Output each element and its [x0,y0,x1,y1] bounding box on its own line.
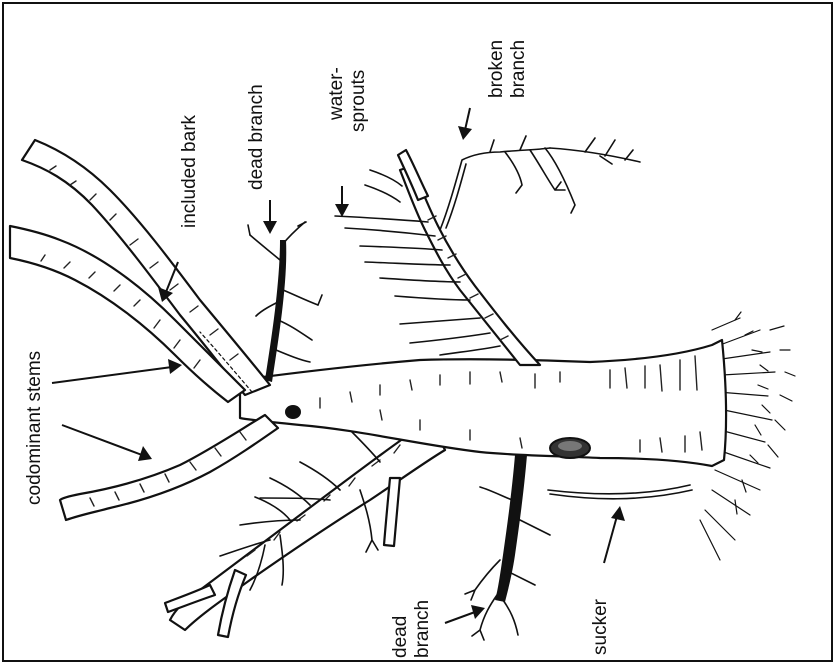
label-water-sprouts-1: water- [326,67,347,121]
dead-branch-top [248,222,322,382]
arrow-dead-branch-bottom [445,612,475,623]
label-water-sprouts-2: sprouts [348,70,369,132]
main-trunk [240,340,726,466]
trunk-knot [285,405,301,419]
label-dead-branch-bottom-1: dead [390,616,411,658]
label-broken-branch-1: broken [486,40,507,98]
arrow-broken-branch [465,108,470,130]
arrow-sucker [604,516,617,563]
sucker [548,485,692,499]
arrow-codominant-upper [52,367,172,383]
label-dead-branch-top: dead branch [246,84,267,190]
label-dead-branch-bottom-2: branch [412,600,433,658]
label-included-bark: included bark [179,114,200,228]
upper-limb [335,136,640,365]
arrow-codominant-lower [62,425,142,455]
label-sucker: sucker [590,598,611,655]
codominant-stems [10,140,278,520]
label-broken-branch-2: branch [508,40,529,98]
label-codominant-stems: codominant stems [24,351,45,505]
